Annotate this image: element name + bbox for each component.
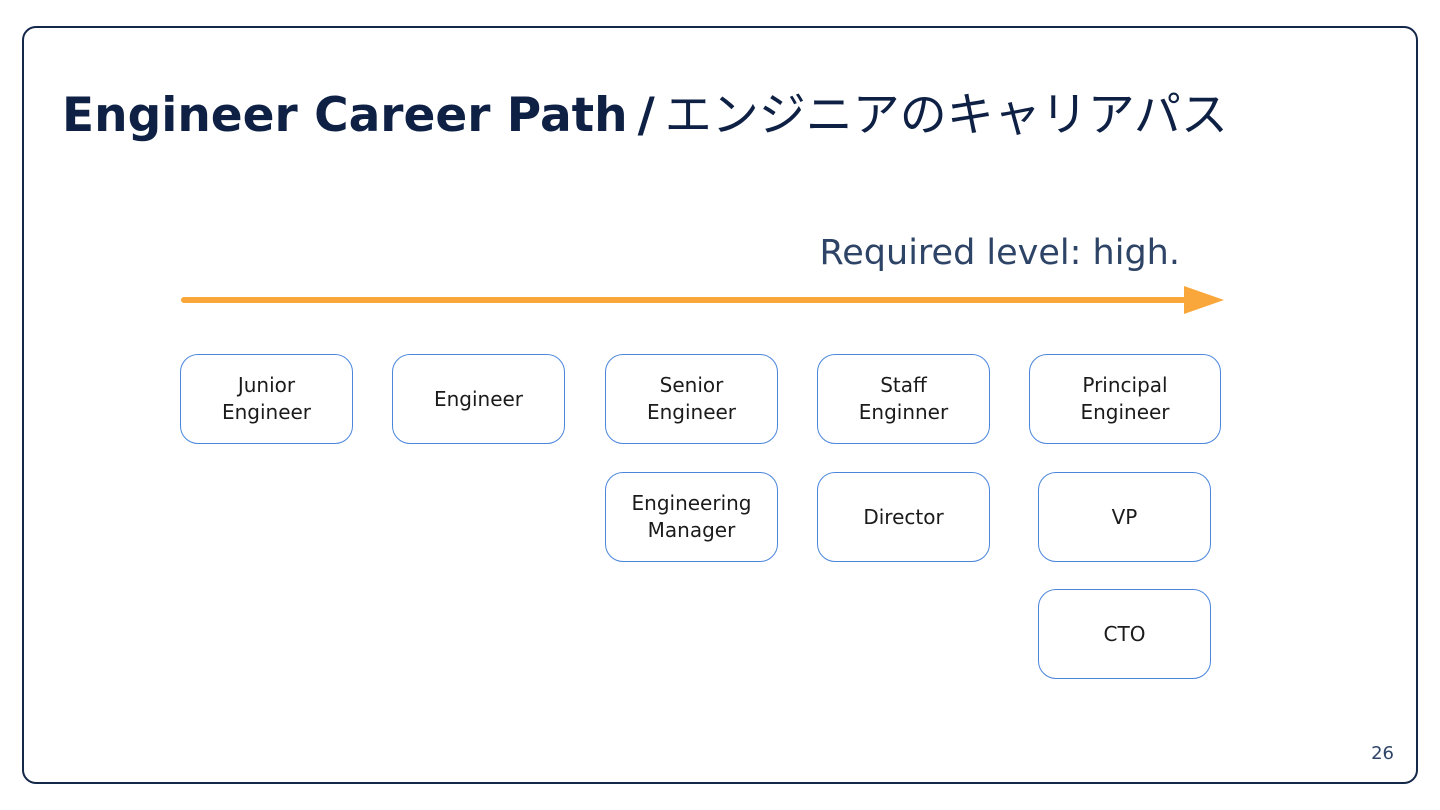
role-engineer: Engineer [392,354,565,444]
role-label-line: Engineer [433,386,524,411]
required-level-label: Required level: high. [819,233,1180,273]
page-number: 26 [1371,743,1394,764]
role-cto: CTO [1038,589,1211,679]
role-label-line: Staff [880,373,927,397]
role-label-line: Enginner [858,400,949,424]
progression-arrow [181,286,1224,314]
role-label-line: Manager [647,518,736,542]
role-label-line: Engineering [631,491,752,515]
role-label-line: Engineer [221,400,312,424]
role-label: Director [863,504,943,531]
role-label-line: Senior [659,373,724,397]
role-director: Director [817,472,990,562]
arrow-head [1184,286,1224,314]
role-label-line: Junior [237,373,296,397]
role-label: Engineer [434,386,523,413]
role-label-line: Principal [1082,373,1168,397]
role-label-line: Director [863,504,944,529]
slide-title: Engineer Career Path/エンジニアのキャリアパス [62,84,1228,148]
role-vp: VP [1038,472,1211,562]
role-label: CTO [1104,621,1146,648]
title-separator: / [637,88,655,143]
role-label-line: CTO [1103,621,1146,646]
title-japanese: エンジニアのキャリアパス [664,88,1228,143]
role-label-line: Engineer [646,400,737,424]
role-label-line: Engineer [1080,400,1170,424]
role-label-line: VP [1111,504,1138,529]
title-english: Engineer Career Path [62,88,628,143]
role-label: VP [1112,504,1138,531]
